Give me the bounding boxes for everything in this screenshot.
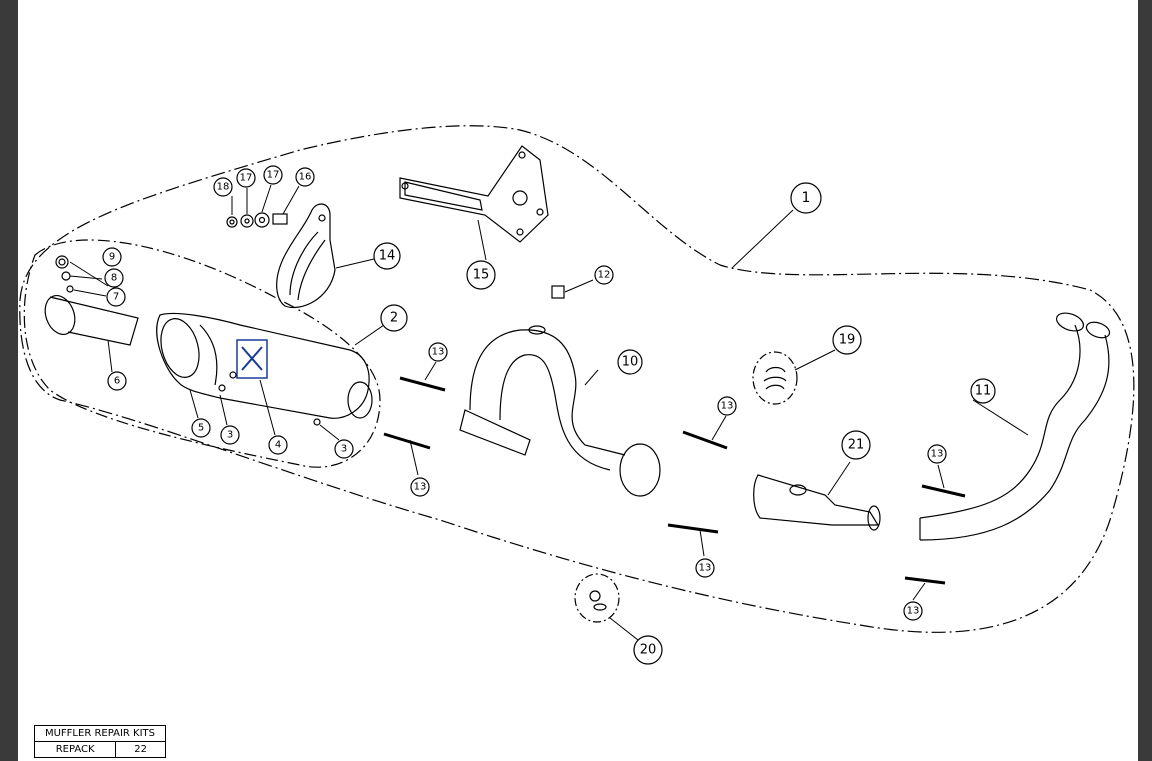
svg-text:9: 9 xyxy=(109,252,115,263)
callout-4: 4 xyxy=(268,435,288,455)
callout-16: 16 xyxy=(295,167,315,187)
callout-3: 3 xyxy=(220,425,240,445)
part-12-nut xyxy=(551,285,565,299)
svg-text:13: 13 xyxy=(414,482,427,493)
callout-11: 11 xyxy=(970,378,996,404)
svg-text:19: 19 xyxy=(839,333,856,348)
springs xyxy=(383,376,966,585)
svg-text:20: 20 xyxy=(640,643,657,658)
callout-20: 20 xyxy=(633,635,663,665)
callout-13: 13 xyxy=(428,342,448,362)
svg-text:13: 13 xyxy=(699,563,712,574)
svg-text:5: 5 xyxy=(198,423,204,434)
svg-text:3: 3 xyxy=(341,444,347,455)
svg-text:3: 3 xyxy=(227,430,233,441)
part-15-bracket xyxy=(399,145,549,243)
callout-9: 9 xyxy=(102,247,122,267)
svg-text:7: 7 xyxy=(113,292,119,303)
callout-13: 13 xyxy=(717,396,737,416)
callout-7: 7 xyxy=(106,287,126,307)
callout-17: 17 xyxy=(263,165,283,185)
callout-21: 21 xyxy=(841,430,871,460)
svg-text:15: 15 xyxy=(473,268,490,283)
callout-14: 14 xyxy=(373,242,401,270)
callout-1: 1 xyxy=(790,182,822,214)
callout-15: 15 xyxy=(466,260,496,290)
assembly-boundary-outer xyxy=(19,125,1135,633)
callout-13: 13 xyxy=(927,444,947,464)
callout-12: 12 xyxy=(594,265,614,285)
callout-3: 3 xyxy=(334,439,354,459)
repair-kits-title: MUFFLER REPAIR KITS xyxy=(34,725,166,742)
drawing-sheet xyxy=(18,0,1138,761)
leader-lines xyxy=(69,184,1029,641)
part-2-muffler xyxy=(156,312,373,426)
callout-19: 19 xyxy=(832,325,862,355)
callout-18: 18 xyxy=(213,177,233,197)
svg-text:2: 2 xyxy=(390,311,398,326)
svg-text:13: 13 xyxy=(907,606,920,617)
assembly-boundary-muffler xyxy=(23,239,381,468)
callout-6: 6 xyxy=(107,371,127,391)
callout-17: 17 xyxy=(236,168,256,188)
detail-20 xyxy=(574,573,620,623)
detail-19 xyxy=(752,351,798,405)
svg-text:12: 12 xyxy=(598,270,611,281)
svg-text:4: 4 xyxy=(275,440,281,451)
svg-text:21: 21 xyxy=(848,438,865,453)
svg-text:13: 13 xyxy=(931,449,944,460)
kit-ref-cell: 22 xyxy=(115,741,166,758)
svg-text:11: 11 xyxy=(975,384,992,399)
callout-8: 8 xyxy=(104,268,124,288)
callout-13: 13 xyxy=(903,601,923,621)
part-6-link-pipe xyxy=(44,295,139,346)
svg-text:17: 17 xyxy=(267,170,280,181)
callout-13: 13 xyxy=(410,477,430,497)
part-10-mid-pipe xyxy=(459,325,661,497)
svg-text:18: 18 xyxy=(217,182,230,193)
callout-2: 2 xyxy=(380,304,408,332)
kit-name-cell: REPACK xyxy=(33,741,117,758)
part-14-clamp xyxy=(276,203,336,308)
part-11-header xyxy=(919,312,1111,541)
small-hardware xyxy=(55,212,288,293)
callout-5: 5 xyxy=(191,418,211,438)
callout-13: 13 xyxy=(695,558,715,578)
svg-text:13: 13 xyxy=(432,347,445,358)
svg-text:1: 1 xyxy=(802,190,811,206)
callout-labels: 1 2 3 3 4 5 6 7 8 9 10 11 12 13 13 13 13… xyxy=(102,165,996,665)
svg-text:16: 16 xyxy=(299,172,312,183)
svg-text:17: 17 xyxy=(240,173,253,184)
svg-text:6: 6 xyxy=(114,376,120,387)
repair-kits-table: MUFFLER REPAIR KITS REPACK 22 xyxy=(33,725,166,758)
svg-text:13: 13 xyxy=(721,401,734,412)
svg-text:8: 8 xyxy=(111,273,117,284)
part-21-adapter xyxy=(753,474,881,531)
svg-text:14: 14 xyxy=(379,249,396,264)
callout-10: 10 xyxy=(617,349,643,375)
svg-text:10: 10 xyxy=(622,355,639,370)
